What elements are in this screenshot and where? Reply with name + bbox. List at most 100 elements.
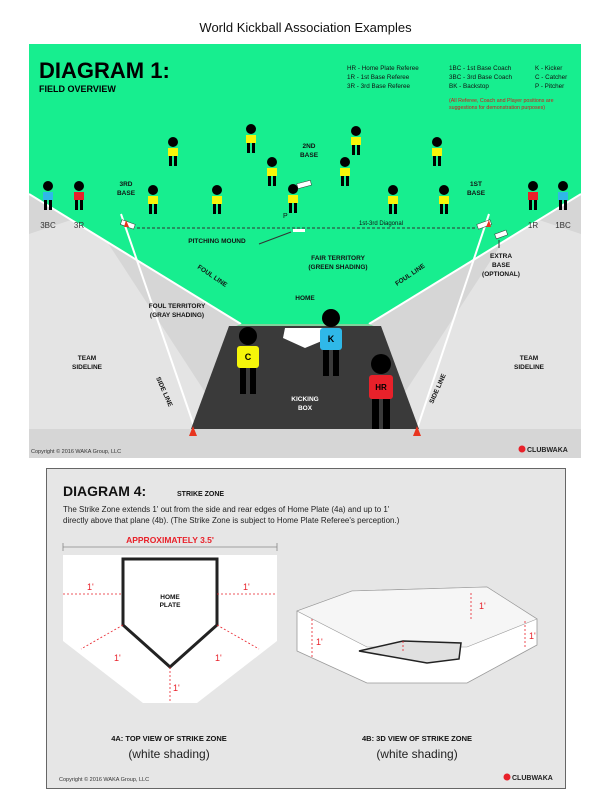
right-foul-line <box>368 193 581 325</box>
third-base-coach <box>43 181 53 210</box>
first-base-coach <box>558 181 568 210</box>
right-side-line <box>416 213 490 430</box>
caption-a-2: (white shading) <box>128 747 209 761</box>
label-1ft-b: 1' <box>243 582 250 592</box>
pitching-mound-marker <box>293 229 305 232</box>
label-second-base-2: BASE <box>300 152 319 159</box>
label-approx: APPROXIMATELY 3.5' <box>126 535 214 545</box>
label-team-right-2: SIDELINE <box>514 364 545 371</box>
label-p: P <box>283 213 288 220</box>
diagram1-copyright: Copyright © 2016 WAKA Group, LLC <box>31 448 121 455</box>
left-sideline-area <box>29 214 229 429</box>
label-1ft-g: 1' <box>479 601 486 611</box>
diagram1-logo: CLUBWAKA <box>527 447 568 454</box>
label-third-base-1: 3RD <box>119 181 132 188</box>
diagram4-copyright: Copyright © 2016 WAKA Group, LLC <box>59 776 149 783</box>
label-home-plate-2: PLATE <box>160 602 181 609</box>
label-first-base-2: BASE <box>467 190 486 197</box>
legend-note-2: suggestions for demonstration purposes) <box>449 105 545 111</box>
first-base <box>476 219 492 230</box>
label-3r: 3R <box>74 221 84 230</box>
three-d-zone-top <box>296 586 538 648</box>
caption-b-1: 4B: 3D VIEW OF STRIKE ZONE <box>362 734 472 743</box>
label-3bc: 3BC <box>40 221 56 230</box>
diagram4-desc-1: The Strike Zone extends 1' out from the … <box>63 505 390 514</box>
label-extra-2: BASE <box>492 262 511 269</box>
diagram-4-panel: DIAGRAM 4: STRIKE ZONE The Strike Zone e… <box>46 468 566 789</box>
legend-3bc: 3BC - 3rd Base Coach <box>449 74 512 81</box>
label-first-base-1: 1ST <box>470 181 482 188</box>
three-d-home-plate <box>358 640 462 664</box>
label-fair-1: FAIR TERRITORY <box>311 255 365 262</box>
label-team-right-1: TEAM <box>520 355 538 362</box>
label-fair-2: (GREEN SHADING) <box>308 264 367 271</box>
label-third-base-2: BASE <box>117 190 136 197</box>
left-foul-line <box>29 193 242 325</box>
home-plate-referee-figure <box>369 354 393 429</box>
strike-zone-diagram: DIAGRAM 4: STRIKE ZONE The Strike Zone e… <box>59 483 553 783</box>
page-title: World Kickball Association Examples <box>199 20 412 35</box>
legend-1bc: 1BC - 1st Base Coach <box>449 65 512 72</box>
three-d-dimension-lines <box>311 593 526 657</box>
label-1ft-a: 1' <box>87 582 94 592</box>
kicker-figure <box>320 309 342 376</box>
diagram4-logo: CLUBWAKA <box>512 775 553 782</box>
label-1ft-d: 1' <box>215 653 222 663</box>
legend-3r: 3R - 3rd Base Referee <box>347 83 410 90</box>
right-sideline-area <box>381 214 581 429</box>
cone-home-right <box>413 426 421 436</box>
label-1r: 1R <box>528 221 538 230</box>
label-1bc: 1BC <box>555 221 571 230</box>
caption-a-1: 4A: TOP VIEW OF STRIKE ZONE <box>111 734 227 743</box>
label-diagonal: 1st-3rd Diagonal <box>359 221 403 227</box>
cone-first <box>486 220 491 227</box>
pitching-mound-pointer <box>258 231 292 245</box>
label-home: HOME <box>295 295 315 302</box>
legend-note-1: (All Referee, Coach and Player positions… <box>449 98 554 104</box>
label-1ft-h: 1' <box>529 631 536 641</box>
label-kicking-2: BOX <box>298 405 313 412</box>
catcher-figure <box>237 327 259 394</box>
label-foul-territory-2: (GRAY SHADING) <box>150 312 204 319</box>
fielders <box>148 124 449 214</box>
label-second-base-1: 2ND <box>302 143 315 150</box>
diagram4-desc-2: directly above that plane (4b). (The Str… <box>63 516 400 525</box>
label-team-left-1: TEAM <box>78 355 96 362</box>
diagram-1-panel: DIAGRAM 1: FIELD OVERVIEW HR - Home Plat… <box>29 44 581 458</box>
label-1ft-f: 1' <box>316 637 323 647</box>
label-kicking-1: KICKING <box>291 396 318 403</box>
label-team-left-2: SIDELINE <box>72 364 103 371</box>
label-hr: HR <box>375 383 387 392</box>
legend-bk: BK - Backstop <box>449 83 489 90</box>
diagram1-subtitle: FIELD OVERVIEW <box>39 84 116 94</box>
label-pitching-mound: PITCHING MOUND <box>188 238 246 245</box>
left-side-line <box>120 213 196 430</box>
second-base <box>296 179 312 190</box>
logo-mark-icon-2 <box>503 773 511 781</box>
logo-mark-icon <box>518 445 526 453</box>
legend-hr: HR - Home Plate Referee <box>347 65 419 72</box>
field-overview-diagram: DIAGRAM 1: FIELD OVERVIEW HR - Home Plat… <box>29 44 581 458</box>
label-1ft-e: 1' <box>173 683 180 693</box>
label-extra-1: EXTRA <box>490 253 512 260</box>
cone-third <box>124 220 129 227</box>
diagram4-subtitle: STRIKE ZONE <box>177 491 224 498</box>
third-base-referee <box>74 181 84 210</box>
first-base-referee <box>528 181 538 210</box>
legend-c: C - Catcher <box>535 74 567 81</box>
label-c: C <box>245 352 252 362</box>
top-view-dimension-lines <box>63 593 277 703</box>
legend-1r: 1R - 1st Base Referee <box>347 74 410 81</box>
home-plate <box>283 328 329 348</box>
top-view-home-plate <box>121 557 219 670</box>
label-k: K <box>328 334 335 344</box>
diagram1-title: DIAGRAM 1: <box>39 58 170 83</box>
legend: HR - Home Plate Referee 1R - 1st Base Re… <box>347 65 567 90</box>
label-1ft-c: 1' <box>114 653 121 663</box>
legend-p: P - Pitcher <box>535 83 564 90</box>
cone-home-left <box>189 426 197 436</box>
legend-k: K - Kicker <box>535 65 562 72</box>
label-home-plate-1: HOME <box>160 594 180 601</box>
diagram4-title: DIAGRAM 4: <box>63 483 146 499</box>
label-extra-3: (OPTIONAL) <box>482 271 520 278</box>
